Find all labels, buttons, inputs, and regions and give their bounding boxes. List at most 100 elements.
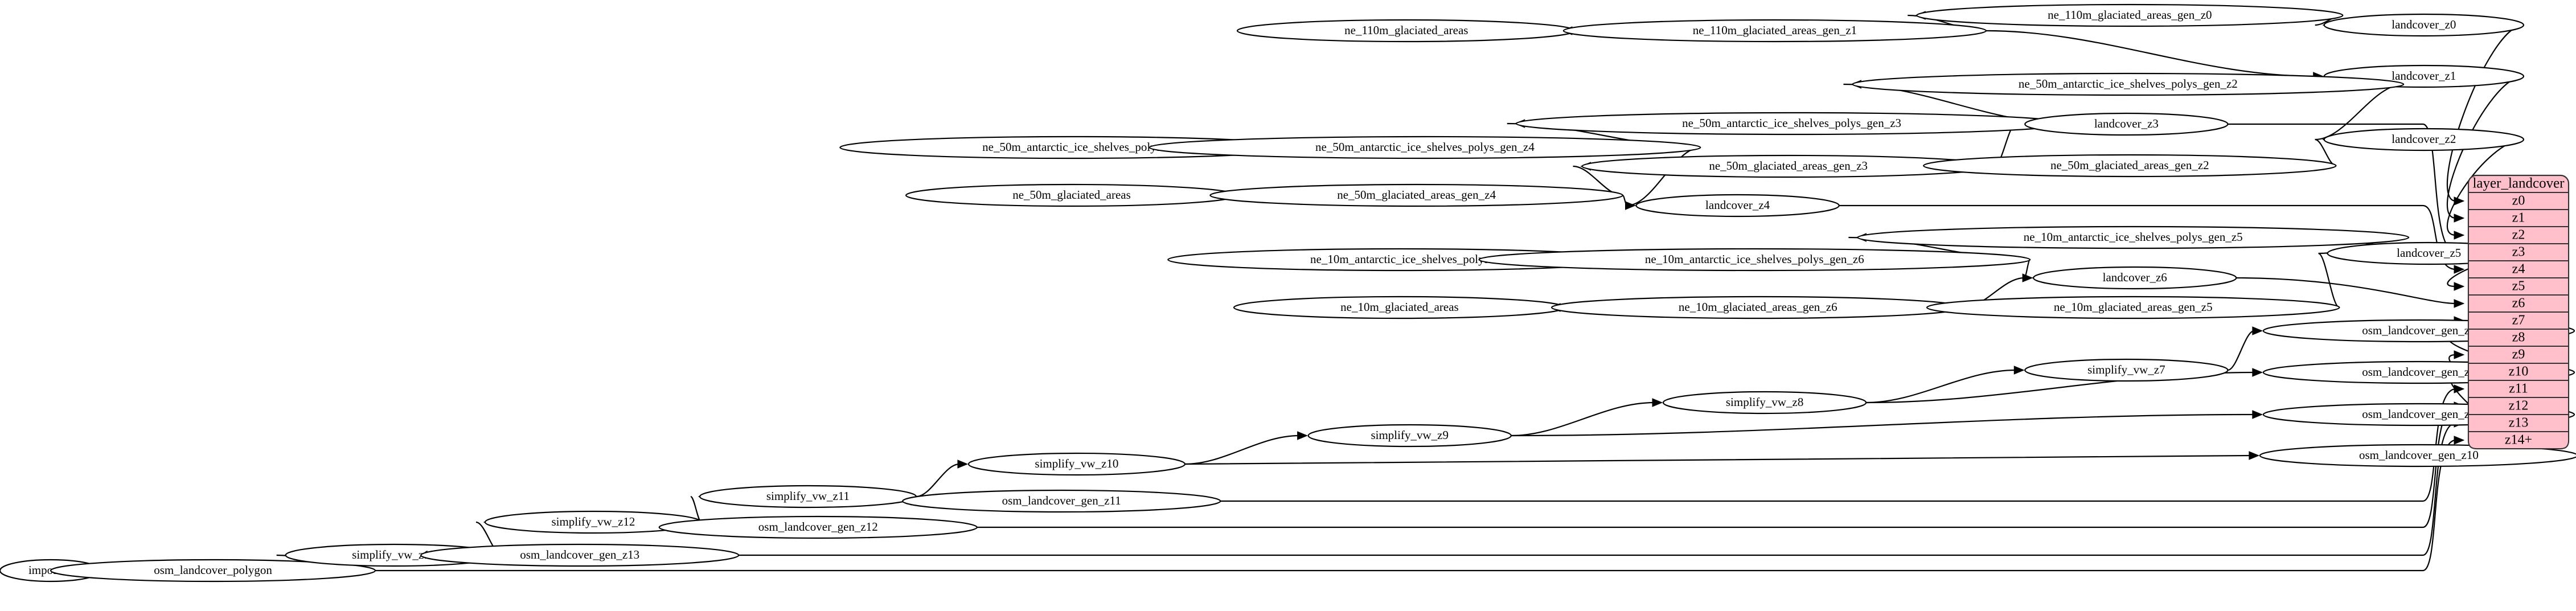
edge-arrowhead <box>2252 368 2263 377</box>
graph-node-ne_10m_glaciated_areas_gen_z6[interactable]: ne_10m_glaciated_areas_gen_z6 <box>1550 296 1965 319</box>
edge-arrowhead <box>2454 299 2465 308</box>
graph-node-ne_50m_antarctic_ice_shelves_polys_gen_z2[interactable]: ne_50m_antarctic_ice_shelves_polys_gen_z… <box>1852 72 2405 96</box>
graph-edge <box>1866 369 2016 404</box>
graph-node-ne_50m_glaciated_areas_gen_z3[interactable]: ne_50m_glaciated_areas_gen_z3 <box>1581 154 1995 178</box>
node-label: ne_10m_antarctic_ice_shelves_polys <box>1310 252 1489 266</box>
node-label: ne_50m_glaciated_areas_gen_z4 <box>1337 188 1496 202</box>
row-background <box>2468 260 2569 278</box>
graph-node-ne_50m_glaciated_areas_gen_z4[interactable]: ne_50m_glaciated_areas_gen_z4 <box>1209 183 1623 207</box>
graph-node-landcover_z0[interactable]: landcover_z0 <box>2323 13 2525 37</box>
table-row[interactable]: z4 <box>2468 260 2569 278</box>
graph-node-osm_landcover_polygon[interactable]: osm_landcover_polygon <box>50 559 376 583</box>
node-label: ne_10m_glaciated_areas_gen_z6 <box>1679 300 1837 314</box>
node-shape <box>1478 248 2031 272</box>
node-label: simplify_vw_z8 <box>1726 395 1804 409</box>
node-shape <box>1209 183 1623 207</box>
row-background <box>2468 414 2569 432</box>
node-shape <box>420 543 740 567</box>
graph-node-simplify_vw_z11[interactable]: simplify_vw_z11 <box>699 485 917 509</box>
node-label: landcover_z3 <box>2094 117 2159 130</box>
row-label: z0 <box>2512 194 2525 208</box>
graph-node-simplify_vw_z9[interactable]: simplify_vw_z9 <box>1307 424 1512 448</box>
table-row[interactable]: z8 <box>2468 329 2569 347</box>
node-label: landcover_z4 <box>1705 198 1770 212</box>
graph-node-landcover_z4[interactable]: landcover_z4 <box>1635 194 1840 218</box>
graph-node-osm_landcover_gen_z11[interactable]: osm_landcover_gen_z11 <box>902 489 1221 513</box>
table-row[interactable]: z7 <box>2468 311 2569 330</box>
table-row[interactable]: z13 <box>2468 414 2569 432</box>
node-label: simplify_vw_z9 <box>1371 428 1449 442</box>
row-label: z6 <box>2512 296 2525 311</box>
row-label: z14+ <box>2505 433 2532 448</box>
graph-edge <box>2228 123 2456 253</box>
node-shape <box>1307 424 1512 448</box>
graph-node-simplify_vw_z8[interactable]: simplify_vw_z8 <box>1662 391 1867 415</box>
node-shape <box>1852 72 2405 96</box>
table-row[interactable]: z0 <box>2468 192 2569 210</box>
table-row[interactable]: z5 <box>2468 277 2569 296</box>
node-label: landcover_z6 <box>2103 270 2167 284</box>
row-label: z12 <box>2509 399 2529 413</box>
graph-edge <box>2236 277 2456 305</box>
graph-node-landcover_z6[interactable]: landcover_z6 <box>2033 266 2237 290</box>
node-label: ne_10m_glaciated_areas <box>1340 300 1459 314</box>
graph-node-landcover_z3[interactable]: landcover_z3 <box>2024 112 2229 136</box>
graph-node-osm_landcover_gen_z10[interactable]: osm_landcover_gen_z10 <box>2259 444 2576 468</box>
table-row[interactable]: z3 <box>2468 243 2569 261</box>
row-label: z11 <box>2509 382 2528 396</box>
row-background <box>2468 380 2569 398</box>
node-label: osm_landcover_gen_z13 <box>520 548 639 561</box>
table-row[interactable]: z10 <box>2468 363 2569 381</box>
table-row[interactable]: z6 <box>2468 294 2569 313</box>
edge-arrowhead <box>2454 231 2465 240</box>
node-shape <box>2323 13 2525 37</box>
node-label: ne_50m_glaciated_areas <box>1012 188 1131 202</box>
graph-node-ne_110m_glaciated_areas_gen_z0[interactable]: ne_110m_glaciated_areas_gen_z0 <box>1916 3 2344 27</box>
graph-edge <box>1184 454 2251 465</box>
node-label: osm_landcover_gen_z11 <box>1002 494 1121 507</box>
node-label: osm_landcover_gen_z12 <box>758 520 878 534</box>
row-background <box>2468 363 2569 381</box>
graph-node-ne_50m_glaciated_areas[interactable]: ne_50m_glaciated_areas <box>905 183 1238 207</box>
graph-node-ne_50m_glaciated_areas_gen_z2[interactable]: ne_50m_glaciated_areas_gen_z2 <box>1923 154 2337 178</box>
graph-node-osm_landcover_gen_z13[interactable]: osm_landcover_gen_z13 <box>420 543 740 567</box>
row-background <box>2468 226 2569 244</box>
graph-node-ne_110m_glaciated_areas[interactable]: ne_110m_glaciated_areas <box>1236 19 1576 43</box>
graph-node-landcover_z2[interactable]: landcover_z2 <box>2323 128 2525 151</box>
graph-node-osm_landcover_gen_z12[interactable]: osm_landcover_gen_z12 <box>658 515 978 539</box>
node-label: landcover_z1 <box>2392 69 2456 83</box>
edge-arrowhead <box>2013 366 2025 375</box>
edge-arrowhead <box>2454 214 2465 223</box>
edge-arrowhead <box>2454 350 2465 359</box>
graph-node-simplify_vw_z10[interactable]: simplify_vw_z10 <box>967 452 1186 476</box>
node-label: ne_110m_glaciated_areas <box>1344 23 1468 37</box>
edge-arrowhead <box>1652 398 1663 407</box>
table-row[interactable]: z12 <box>2468 397 2569 415</box>
edge-arrowhead <box>2454 436 2465 445</box>
node-label: ne_110m_glaciated_areas_gen_z1 <box>1693 23 1857 37</box>
edge-arrowhead <box>2249 451 2260 460</box>
graph-node-ne_10m_antarctic_ice_shelves_polys_gen_z6[interactable]: ne_10m_antarctic_ice_shelves_polys_gen_z… <box>1478 248 2031 272</box>
node-label: ne_10m_glaciated_areas_gen_z5 <box>2054 300 2213 314</box>
graph-node-ne_10m_antarctic_ice_shelves_polys_gen_z5[interactable]: ne_10m_antarctic_ice_shelves_polys_gen_z… <box>1857 225 2410 249</box>
row-background <box>2468 192 2569 210</box>
graph-node-ne_10m_glaciated_areas[interactable]: ne_10m_glaciated_areas <box>1233 296 1566 319</box>
graph-node-ne_50m_antarctic_ice_shelves_polys_gen_z3[interactable]: ne_50m_antarctic_ice_shelves_polys_gen_z… <box>1515 112 2068 136</box>
table-row[interactable]: z11 <box>2468 380 2569 398</box>
table-row[interactable]: z9 <box>2468 346 2569 364</box>
edge-arrowhead <box>2252 326 2263 335</box>
table-row[interactable]: z2 <box>2468 226 2569 244</box>
graph-node-ne_10m_glaciated_areas_gen_z5[interactable]: ne_10m_glaciated_areas_gen_z5 <box>1926 296 2340 319</box>
row-background <box>2468 277 2569 296</box>
node-label: ne_50m_antarctic_ice_shelves_polys_gen_z… <box>1315 140 1535 154</box>
row-label: z5 <box>2512 279 2525 294</box>
node-shape <box>2033 266 2237 290</box>
table-row[interactable]: z1 <box>2468 209 2569 227</box>
table-row[interactable]: z14+ <box>2468 431 2569 449</box>
graph-node-ne_50m_antarctic_ice_shelves_polys_gen_z4[interactable]: ne_50m_antarctic_ice_shelves_polys_gen_z… <box>1148 136 1701 159</box>
layer-landcover-table[interactable]: layer_landcoverz0z1z2z3z4z5z6z7z8z9z10z1… <box>2467 174 2570 450</box>
node-label: osm_landcover_gen_z10 <box>2359 448 2479 462</box>
graph-node-simplify_vw_z7[interactable]: simplify_vw_z7 <box>2024 358 2229 382</box>
graph-node-ne_110m_glaciated_areas_gen_z1[interactable]: ne_110m_glaciated_areas_gen_z1 <box>1562 19 1987 43</box>
